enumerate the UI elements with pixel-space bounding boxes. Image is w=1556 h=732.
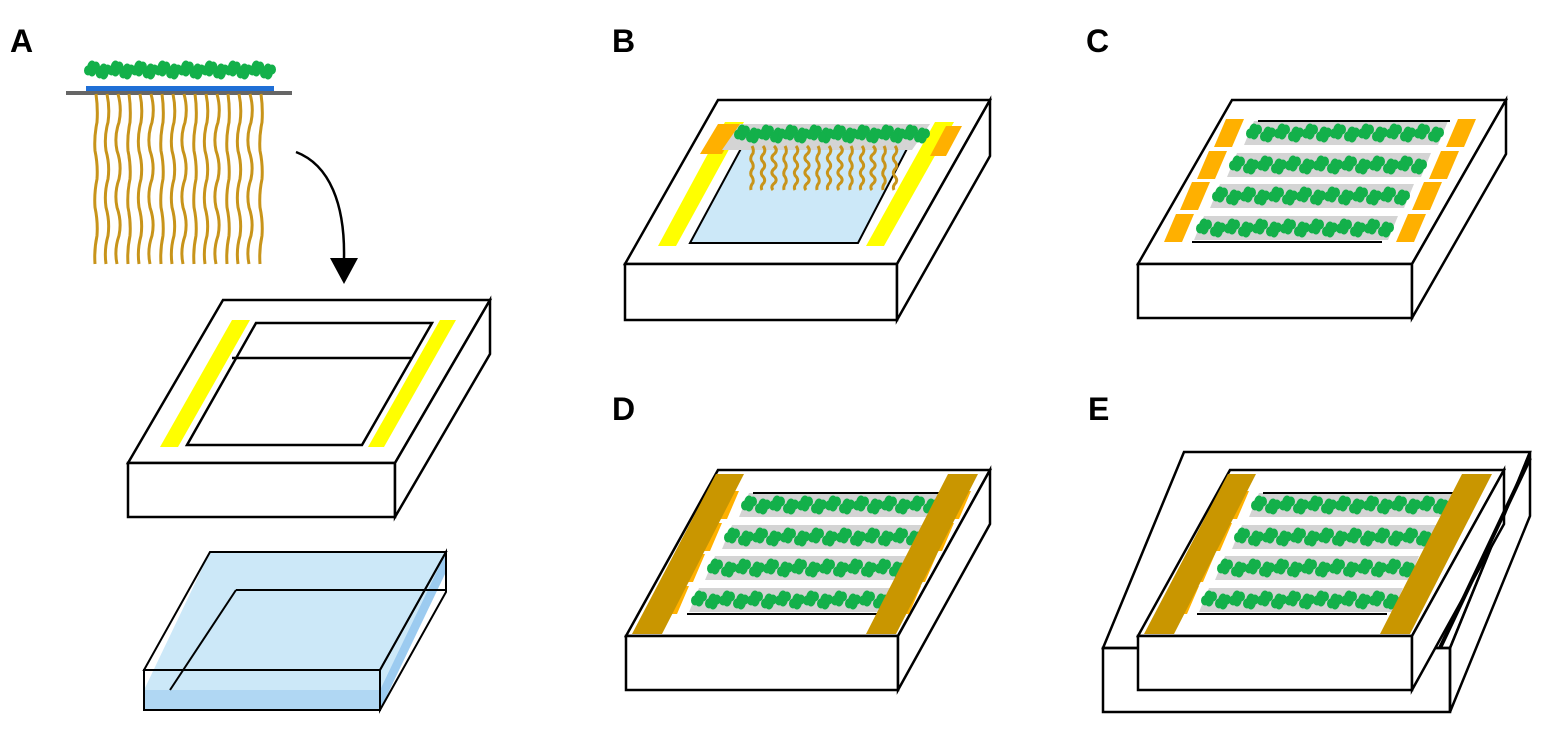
root [225,93,231,265]
root [213,93,221,265]
seedling-holder [66,60,292,265]
panel-label-b: B [612,23,635,59]
pad-right [930,126,962,156]
root [803,144,811,191]
root [836,144,844,191]
root [792,145,800,191]
root [93,93,99,265]
root [759,145,767,191]
brown-strip-left [632,474,744,634]
root [770,144,778,191]
lid-edge [1438,457,1532,649]
root [858,145,866,191]
brown-strip-right [1380,474,1492,634]
root [749,145,755,191]
pad [1396,214,1426,242]
root [159,93,165,265]
pad [1412,182,1442,210]
pad [1164,214,1194,242]
brown-strip-left [1144,474,1256,634]
transfer-arrow [295,150,358,284]
root [782,145,788,191]
pad [1180,182,1210,210]
panel-label-c: C [1086,23,1109,59]
root [202,93,210,265]
panel-label-d: D [612,391,635,427]
root [192,93,198,265]
root [180,93,188,265]
pad [1197,151,1227,179]
root [136,93,144,265]
water-dish [142,548,448,714]
panel-label-a: A [10,23,33,59]
plant-row [84,60,276,80]
root [869,144,877,191]
root [825,145,833,191]
panel-e: E [1088,391,1532,714]
root [258,93,264,265]
brown-strip-right [866,474,978,634]
pad-left [700,124,740,154]
roots [749,144,899,191]
root [114,93,122,265]
panel-b: B [612,23,993,325]
root [103,93,111,265]
roots [93,93,264,265]
root [126,93,132,265]
panel-label-e: E [1088,391,1109,427]
tray-frame-a [125,295,493,522]
root [246,93,254,265]
panel-a: A [10,23,493,714]
root [169,93,177,265]
pad [1446,119,1476,147]
root [147,93,155,265]
panel-c: C [1086,23,1509,323]
root [891,145,899,191]
pad [1429,151,1459,179]
root [815,145,821,191]
pad [1214,119,1244,147]
holder-strip [86,86,274,92]
panel-d: D [612,391,993,695]
root [881,145,887,191]
root [848,145,854,191]
root [235,93,243,265]
